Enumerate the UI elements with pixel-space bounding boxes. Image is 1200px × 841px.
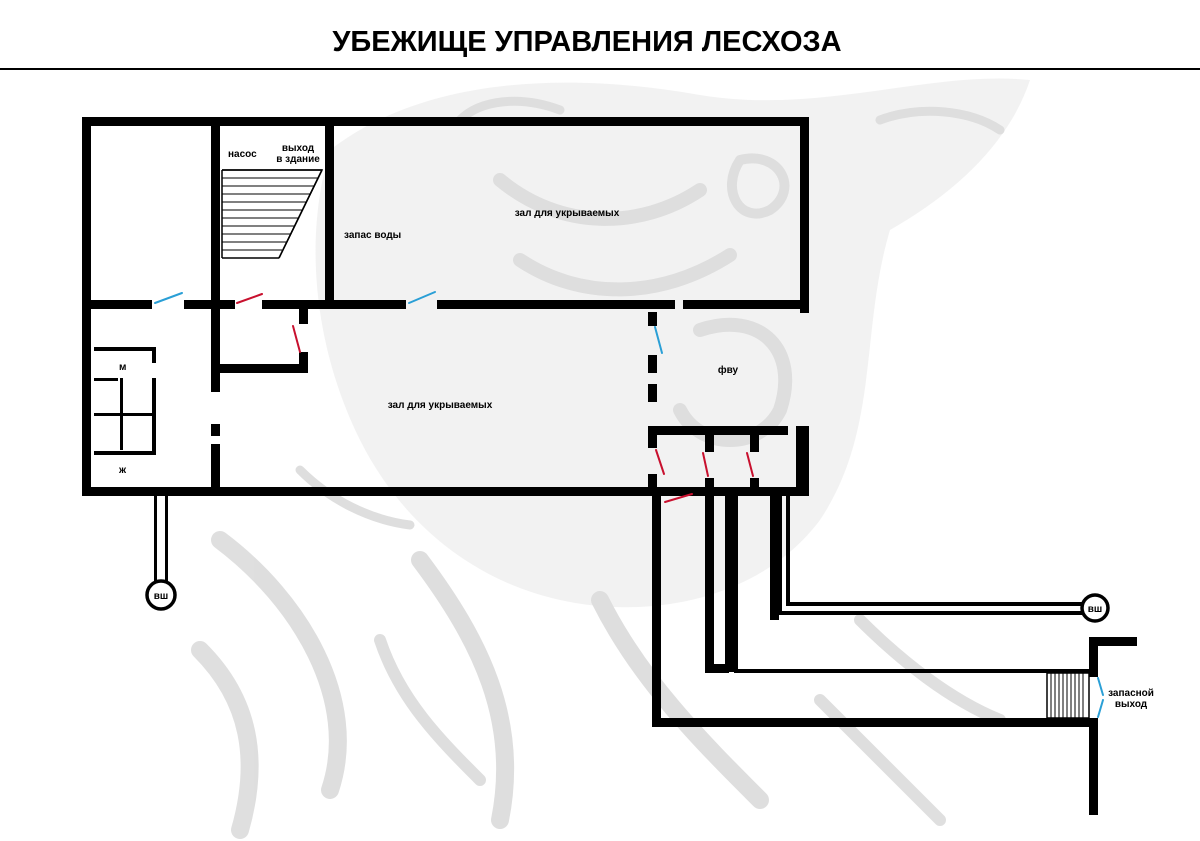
title-rule <box>0 68 1200 70</box>
wall-left-wing-1 <box>211 300 220 392</box>
tube1-right <box>725 495 734 672</box>
gallery-outer-bottom <box>652 718 1097 727</box>
vestibule-wall-right-top <box>299 300 308 324</box>
wall-left-wing-3 <box>211 444 220 495</box>
door-hermetic-airlock-1 <box>655 449 665 475</box>
corridor-wall-1 <box>82 300 152 309</box>
shaft-tube-top <box>786 602 1083 606</box>
watermark <box>191 78 1030 839</box>
wall-stair-room <box>325 117 334 307</box>
corridor-wall-5 <box>683 300 809 309</box>
door-hermetic-airlock-2 <box>702 452 709 477</box>
door-hermetic-stair <box>236 293 263 304</box>
tube2-left <box>734 495 738 673</box>
label-shaft-left: вш <box>154 591 168 602</box>
label-exit-2: в здание <box>276 154 320 165</box>
vestibule-wall-right-bottom <box>299 352 308 373</box>
ventilation-shaft-left <box>145 495 177 611</box>
vestibule-wall-bottom <box>211 364 308 373</box>
exit-wall-upper <box>1089 637 1098 677</box>
corridor-wall-4 <box>437 300 675 309</box>
label-water: запас воды <box>344 230 401 241</box>
toilet-right-top <box>152 347 156 363</box>
door-spare-exit-1 <box>1097 677 1104 696</box>
door-hermetic-vestibule <box>292 325 301 353</box>
corridor-wall-2 <box>184 300 235 309</box>
airlock-wall-2-bottom <box>750 478 759 495</box>
escape-gallery <box>652 495 1137 815</box>
shaft-tube-right <box>786 495 790 602</box>
interior-walls <box>82 117 809 495</box>
plan-title: УБЕЖИЩЕ УПРАВЛЕНИЯ ЛЕСХОЗА <box>332 26 841 58</box>
tube2-bottom <box>734 669 1093 673</box>
fvu-wall-bottom <box>652 426 788 435</box>
label-spare-exit-2: выход <box>1115 699 1148 710</box>
wall-top <box>82 117 809 126</box>
wall-bottom-airlock <box>652 487 809 496</box>
fvu-wall-2 <box>648 355 657 373</box>
room-labels: насос выход в здание запас воды зал для … <box>118 143 1154 710</box>
fvu-wall-5 <box>648 474 657 495</box>
shaft-tube-left <box>778 495 782 615</box>
label-exit-1: выход <box>282 143 315 154</box>
label-hall-main: зал для укрываемых <box>388 400 493 411</box>
door-hermetic-airlock-3 <box>746 452 754 477</box>
tube1-foot <box>705 664 729 673</box>
fvu-wall-1 <box>648 312 657 326</box>
wall-bottom-main <box>82 487 661 496</box>
corridor-wall-3 <box>262 300 406 309</box>
airlock-wall-1-top <box>705 430 714 452</box>
label-shaft-right: вш <box>1088 604 1102 615</box>
stairs-building <box>221 169 324 259</box>
fvu-wall-4 <box>648 426 657 448</box>
exit-wall-lower <box>1089 718 1098 815</box>
label-hall-top: зал для укрываемых <box>515 208 620 219</box>
toilet-divider <box>94 413 156 416</box>
door-top-hall <box>408 291 436 304</box>
exit-wall-top <box>1089 637 1137 646</box>
label-men: м <box>119 362 126 373</box>
toilet-top <box>94 347 156 351</box>
door-upper-left <box>154 292 183 304</box>
door-spare-exit-2 <box>1097 699 1104 718</box>
tube1-left <box>705 495 714 672</box>
door-hermetic-gallery <box>664 493 693 503</box>
toilets <box>94 347 156 455</box>
label-pump: насос <box>228 149 257 160</box>
fvu-wall-3 <box>648 384 657 402</box>
airlock-wall-1-bottom <box>705 478 714 495</box>
door-fvu <box>654 326 663 354</box>
shaft-circle-right <box>1080 593 1110 623</box>
tube3-outer <box>770 495 779 620</box>
wall-upper-left-room <box>211 117 220 307</box>
label-fvu: фву <box>718 364 739 376</box>
wall-left-wing-2 <box>211 424 220 436</box>
wall-right-upper <box>800 117 809 313</box>
shaft-circle-left <box>145 579 177 611</box>
toilet-stall-top <box>94 378 118 381</box>
wall-right-lower <box>796 426 809 495</box>
label-women: ж <box>118 465 127 476</box>
gallery-outer-left <box>652 495 661 727</box>
stairs-spare-exit <box>1046 672 1090 719</box>
doors <box>154 291 1104 718</box>
shaft-tube-bottom <box>778 611 1083 615</box>
airlock-wall-2-top <box>750 430 759 452</box>
toilet-bottom <box>94 451 156 455</box>
label-spare-exit-1: запасной <box>1108 688 1154 699</box>
